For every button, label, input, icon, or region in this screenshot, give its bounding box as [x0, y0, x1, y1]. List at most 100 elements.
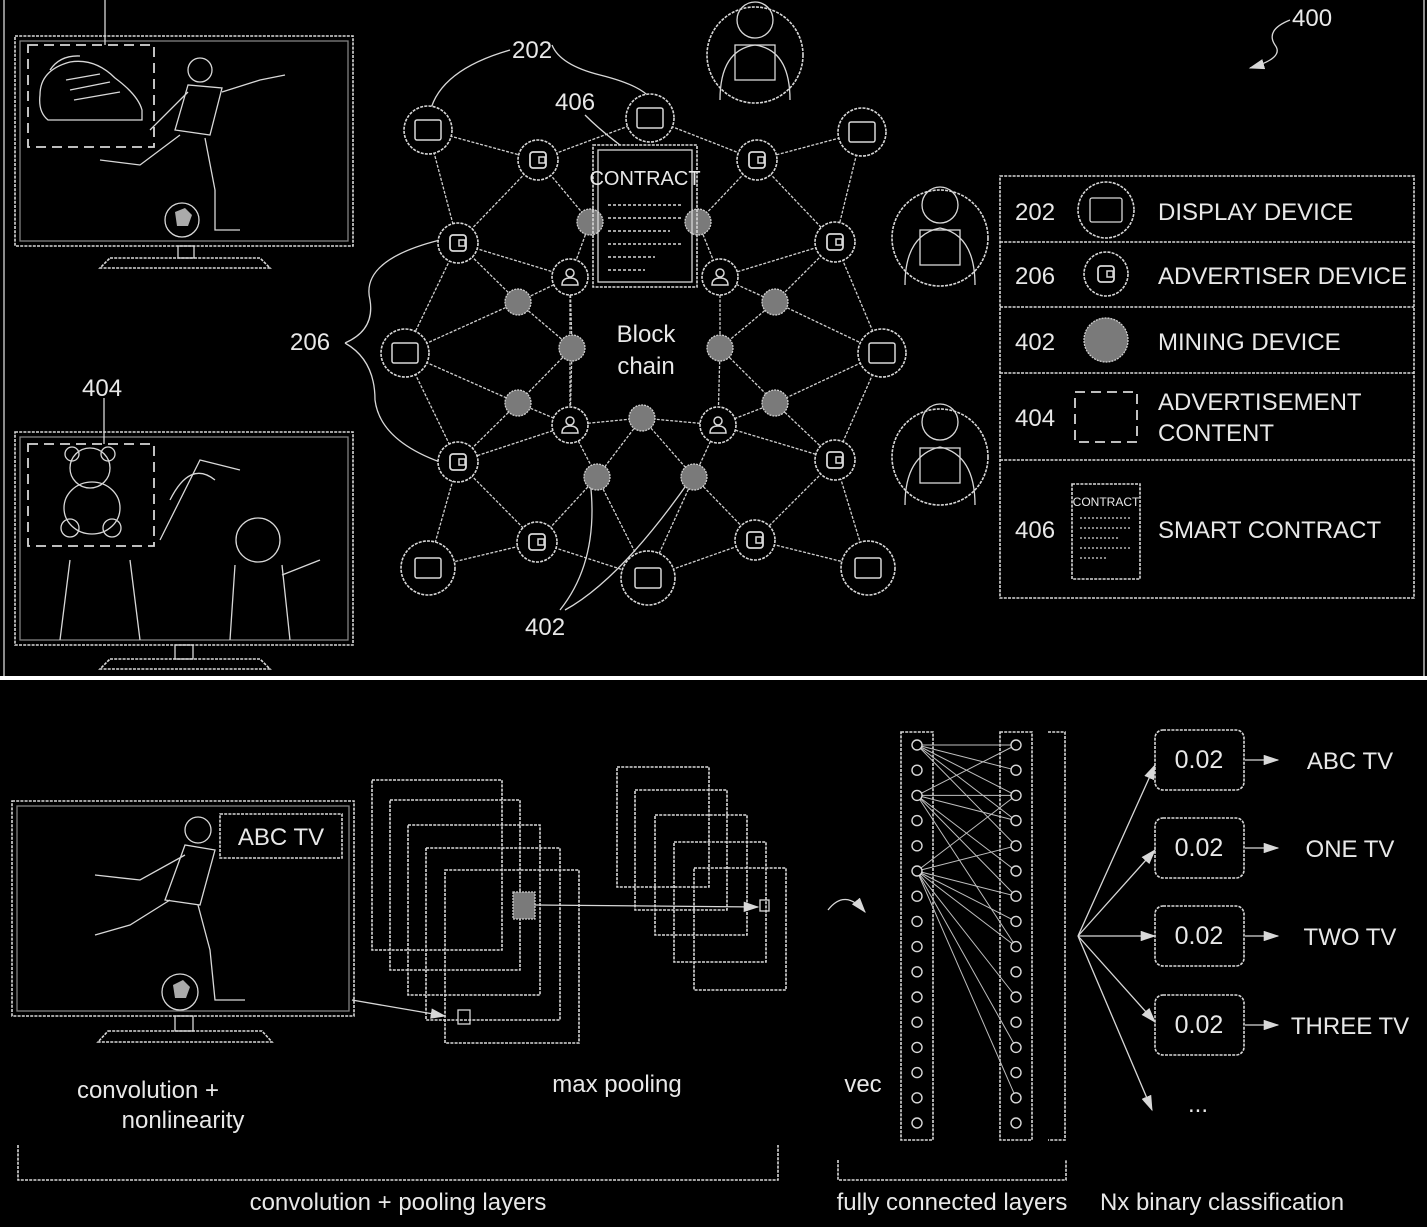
svg-text:ADVERTISEMENT: ADVERTISEMENT — [1158, 389, 1362, 416]
tv-input: ABC TV — [12, 801, 354, 1042]
display-node — [404, 106, 452, 154]
fc-neuron — [1011, 841, 1021, 851]
mining-node — [629, 405, 655, 431]
ref-400: 400 — [1292, 5, 1332, 32]
bracket-fc-label: fully connected layers — [837, 1189, 1068, 1216]
legend: 202 DISPLAY DEVICE 206 ADVERTISER DEVICE… — [1000, 176, 1414, 598]
conv-feature-maps — [352, 780, 579, 1043]
fc-neuron — [1011, 740, 1021, 750]
sneaker-sketch — [40, 56, 142, 120]
display-node — [381, 329, 429, 377]
ad-content-box-teddy — [28, 444, 154, 546]
fc-neuron — [912, 740, 922, 750]
person-node — [700, 407, 736, 443]
mining-node — [584, 464, 610, 490]
svg-text:CONTRACT: CONTRACT — [1073, 495, 1140, 509]
soccer-player-sketch — [100, 58, 285, 237]
fc-neuron — [1011, 1068, 1021, 1078]
fc-neuron — [1011, 1042, 1021, 1052]
fc-connection — [917, 745, 1016, 770]
fc-neuron — [1011, 891, 1021, 901]
ref-206: 206 — [290, 329, 330, 356]
mining-node — [577, 209, 603, 235]
person-node — [552, 407, 588, 443]
output-row: 0.02 ABC TV — [1155, 730, 1393, 790]
fc-connection — [917, 795, 1016, 896]
output-label: TWO TV — [1304, 924, 1397, 951]
svg-text:406: 406 — [1015, 517, 1055, 544]
display-node — [841, 541, 895, 595]
fully-connected-layers — [901, 732, 1065, 1140]
mining-nodes — [505, 209, 788, 490]
fc-connection — [917, 745, 1016, 821]
fc-neuron — [1011, 1118, 1021, 1128]
svg-text:206: 206 — [1015, 263, 1055, 290]
fc-neuron — [1011, 1017, 1021, 1027]
svg-text:DISPLAY DEVICE: DISPLAY DEVICE — [1158, 199, 1353, 226]
pooling-feature-maps — [535, 767, 786, 990]
fc-neuron — [912, 1042, 922, 1052]
contract-document: CONTRACT — [589, 145, 700, 287]
fc-neuron — [1011, 790, 1021, 800]
svg-text:402: 402 — [1015, 329, 1055, 356]
svg-text:404: 404 — [1015, 405, 1055, 432]
output-score: 0.02 — [1175, 1011, 1224, 1039]
fc-neuron — [912, 891, 922, 901]
output-score: 0.02 — [1175, 746, 1224, 774]
fc-neuron — [912, 1068, 922, 1078]
ref-404: 404 — [82, 375, 122, 402]
fc-neuron — [1011, 967, 1021, 977]
fc-neuron — [912, 967, 922, 977]
more-outputs: ... — [1188, 1091, 1208, 1118]
advertiser-node — [518, 140, 558, 180]
output-row: 0.02 THREE TV — [1155, 995, 1409, 1055]
legend-row-contract: 406 CONTRACT SMART CONTRACT — [1015, 484, 1381, 579]
fc-neuron — [912, 841, 922, 851]
fc-neuron — [1011, 1093, 1021, 1103]
legend-row-mining: 402 MINING DEVICE — [1015, 318, 1341, 362]
mining-node — [707, 335, 733, 361]
svg-text:ADVERTISER DEVICE: ADVERTISER DEVICE — [1158, 263, 1407, 290]
fc-neuron — [912, 1093, 922, 1103]
output-score: 0.02 — [1175, 922, 1224, 950]
fc-neuron — [1011, 866, 1021, 876]
svg-text:MINING DEVICE: MINING DEVICE — [1158, 329, 1341, 356]
advertiser-node — [815, 222, 855, 262]
fc-neuron — [912, 916, 922, 926]
display-node — [401, 541, 455, 595]
fc-connection — [917, 871, 1016, 1098]
teddy-bear-sketch — [61, 447, 121, 537]
fc-connection — [917, 871, 1016, 896]
children-sketch — [60, 460, 320, 640]
advertiser-nodes — [438, 140, 855, 562]
fc-neuron — [912, 1118, 922, 1128]
vec-label: vec — [844, 1071, 881, 1098]
fc-bracket — [1048, 732, 1065, 1140]
wallet-icon — [1098, 266, 1114, 282]
fc-neuron — [912, 992, 922, 1002]
display-icon — [1090, 198, 1122, 222]
fc-connection — [917, 871, 1016, 997]
legend-row-display: 202 DISPLAY DEVICE — [1015, 182, 1353, 238]
svg-text:SMART CONTRACT: SMART CONTRACT — [1158, 517, 1381, 544]
fc-neuron — [912, 942, 922, 952]
fc-connection — [917, 846, 1016, 871]
svg-text:CONTENT: CONTENT — [1158, 420, 1274, 447]
output-row: 0.02 ONE TV — [1155, 818, 1394, 878]
dashed-box-icon — [1075, 392, 1137, 442]
fc-neuron — [1011, 992, 1021, 1002]
ref-202: 202 — [512, 37, 552, 64]
advertiser-node — [517, 522, 557, 562]
person-node — [552, 259, 588, 295]
person-node — [702, 259, 738, 295]
bottom-brackets — [18, 1145, 1066, 1180]
conv-label-2: nonlinearity — [122, 1107, 245, 1134]
receptive-field — [513, 892, 535, 919]
fc-neuron — [1011, 816, 1021, 826]
mining-node — [762, 390, 788, 416]
fc-neuron — [912, 816, 922, 826]
legend-row-ad-content: 404 ADVERTISEMENT CONTENT — [1015, 389, 1362, 447]
output-row: 0.02 TWO TV — [1155, 906, 1396, 966]
fc-neuron — [912, 790, 922, 800]
